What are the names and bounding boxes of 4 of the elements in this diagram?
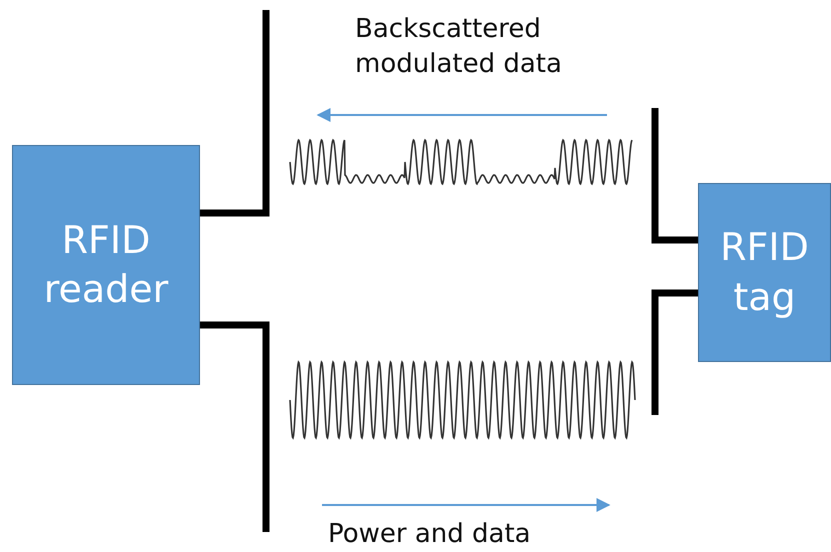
- reader-block: RFID reader: [12, 145, 200, 385]
- signal-label: Power and data: [328, 518, 532, 551]
- signal-label: Backscattered modulated data: [355, 13, 563, 82]
- tag-block: RFID tag: [698, 183, 831, 362]
